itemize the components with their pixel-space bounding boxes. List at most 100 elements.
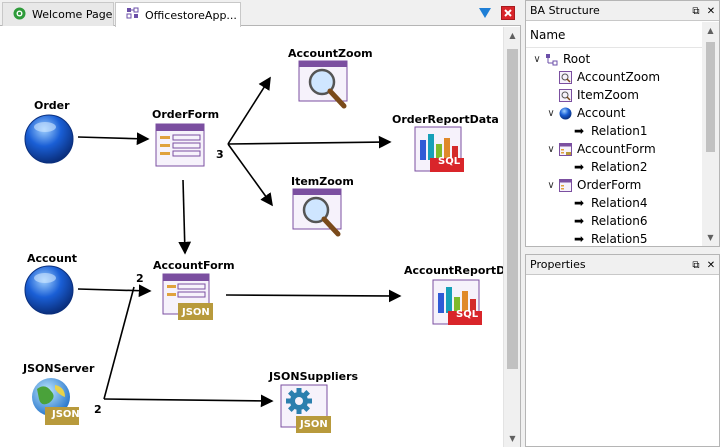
node-label-jsonserver: JSONServer <box>23 362 95 375</box>
node-label-accountform: AccountForm <box>153 259 235 272</box>
tree-item-label: Relation6 <box>591 214 648 228</box>
order-form-icon[interactable] <box>155 123 205 167</box>
node-label-orderform: OrderForm <box>152 108 220 121</box>
tree-item-relation5[interactable]: ➡ Relation5 <box>572 230 648 246</box>
json-server-globe-icon[interactable] <box>29 377 81 427</box>
json-suppliers-gear-icon[interactable] <box>280 384 332 434</box>
root-icon <box>544 52 558 66</box>
edge-accountform-accountreportdata[interactable] <box>225 289 402 303</box>
scroll-down-arrow-icon[interactable]: ▼ <box>509 434 516 443</box>
order-report-data-icon[interactable] <box>414 126 464 174</box>
json-badge: JSON <box>52 409 80 420</box>
tree-item-accountform[interactable]: ∨ AccountForm <box>544 140 655 158</box>
scroll-thumb[interactable] <box>507 49 518 369</box>
zoom-form-icon <box>558 88 572 102</box>
diagram-canvas[interactable]: Order OrderForm 3 AccountZoom OrderRepor… <box>0 27 503 447</box>
relation-arrow-icon: ➡ <box>573 214 585 228</box>
scroll-up-arrow-icon[interactable]: ▲ <box>707 26 714 35</box>
properties-header: Properties ⧉ ✕ <box>526 255 719 275</box>
tree-item-orderform[interactable]: ∨ OrderForm <box>544 176 641 194</box>
account-zoom-icon[interactable] <box>298 60 352 112</box>
tree-item-root[interactable]: ∨ Root <box>530 50 590 68</box>
edge-order-orderform[interactable] <box>77 132 150 146</box>
edge-orderform-itemzoom[interactable] <box>227 143 273 207</box>
chevron-down-icon[interactable]: ∨ <box>547 107 555 119</box>
json-badge: JSON <box>182 307 210 318</box>
account-report-data-icon[interactable] <box>432 279 482 327</box>
node-label-jsonsuppliers: JSONSuppliers <box>269 370 359 383</box>
relation-arrow-icon: ➡ <box>573 160 585 174</box>
relation-arrow-icon: ➡ <box>573 124 585 138</box>
chevron-down-icon[interactable]: ∨ <box>547 179 555 191</box>
tab-label: Welcome Page <box>32 8 113 21</box>
ba-structure-header: BA Structure ⧉ ✕ <box>526 1 719 21</box>
scroll-down-arrow-icon[interactable]: ▼ <box>707 233 714 242</box>
tab-officestore-app[interactable]: OfficestoreApp... <box>115 2 241 27</box>
form-icon <box>558 142 572 156</box>
chevron-down-icon[interactable]: ∨ <box>547 143 555 155</box>
tree-item-label: Relation4 <box>591 196 648 210</box>
order-entity-icon[interactable] <box>23 113 75 165</box>
edge-orderform-accountzoom[interactable] <box>227 76 271 145</box>
tree-vertical-scrollbar[interactable]: ▲ ▼ <box>702 22 719 246</box>
scroll-up-arrow-icon[interactable]: ▲ <box>509 31 516 40</box>
edge-label-accountform-in: 2 <box>136 272 144 285</box>
node-label-account: Account <box>27 252 78 265</box>
canvas-vertical-scrollbar[interactable]: ▲ ▼ <box>503 27 520 447</box>
edge-orderform-orderreportdata[interactable] <box>227 135 392 149</box>
tree-item-relation4[interactable]: ➡ Relation4 <box>572 194 648 212</box>
close-panel-icon[interactable]: ✕ <box>706 259 716 271</box>
chevron-down-icon[interactable]: ∨ <box>533 53 541 65</box>
tab-label: OfficestoreApp... <box>145 8 237 22</box>
entity-sphere-icon <box>558 106 572 120</box>
tree-item-relation1[interactable]: ➡ Relation1 <box>572 122 648 140</box>
item-zoom-icon[interactable] <box>292 188 346 240</box>
node-label-accountzoom: AccountZoom <box>288 47 373 60</box>
app-icon <box>126 7 139 23</box>
tree-item-label: Relation5 <box>591 232 648 246</box>
relation-arrow-icon: ➡ <box>573 232 585 246</box>
relation-arrow-icon: ➡ <box>573 196 585 210</box>
node-label-accountreportdata: AccountReportDat <box>404 264 503 277</box>
float-panel-icon[interactable]: ⧉ <box>692 5 700 17</box>
tree-item-accountzoom[interactable]: AccountZoom <box>558 68 660 86</box>
node-label-order: Order <box>34 99 70 112</box>
edge-jsonserver-accountform[interactable] <box>103 286 135 400</box>
edge-orderform-accountform[interactable] <box>178 179 192 255</box>
edge-label-orderform-fanout: 3 <box>216 148 224 161</box>
tree-item-label: AccountZoom <box>577 70 661 84</box>
edge-jsonserver-jsonsuppliers[interactable] <box>103 394 274 408</box>
zoom-form-icon <box>558 70 572 84</box>
sql-badge: SQL <box>456 309 479 320</box>
tree-item-relation2[interactable]: ➡ Relation2 <box>572 158 648 176</box>
form-icon <box>558 178 572 192</box>
tree-item-itemzoom[interactable]: ItemZoom <box>558 86 639 104</box>
close-editor-icon[interactable] <box>500 5 516 21</box>
json-badge: JSON <box>300 419 328 430</box>
edge-label-jsonserver-out: 2 <box>94 403 102 416</box>
edge-account-accountform[interactable] <box>77 284 152 298</box>
account-form-icon[interactable] <box>162 273 214 321</box>
tree-item-label: ItemZoom <box>577 88 639 102</box>
node-label-orderreportdata: OrderReportData <box>392 113 499 126</box>
panel-title: Properties <box>530 258 586 271</box>
ba-structure-tree[interactable]: Name ∨ Root AccountZoom ItemZoom ∨ A <box>526 22 702 246</box>
tree-column-header[interactable]: Name <box>526 22 702 48</box>
tree-item-label: Root <box>563 52 591 66</box>
scroll-thumb[interactable] <box>706 42 715 152</box>
properties-panel: Properties ⧉ ✕ <box>525 254 720 447</box>
panel-title: BA Structure <box>530 4 600 17</box>
tree-item-relation6[interactable]: ➡ Relation6 <box>572 212 648 230</box>
float-panel-icon[interactable]: ⧉ <box>692 259 700 271</box>
editor-tab-bar: Welcome Page OfficestoreApp... <box>0 0 521 27</box>
welcome-icon <box>13 7 26 23</box>
tree-item-label: Relation1 <box>591 124 648 138</box>
filter-dropdown-icon[interactable] <box>477 5 493 21</box>
tab-welcome-page[interactable]: Welcome Page <box>2 2 114 26</box>
tree-item-account[interactable]: ∨ Account <box>544 104 625 122</box>
tree-item-label: Relation2 <box>591 160 648 174</box>
diagram-editor: Welcome Page OfficestoreApp... <box>0 0 521 447</box>
sql-badge: SQL <box>438 156 461 167</box>
close-panel-icon[interactable]: ✕ <box>706 5 716 17</box>
account-entity-icon[interactable] <box>23 264 75 316</box>
